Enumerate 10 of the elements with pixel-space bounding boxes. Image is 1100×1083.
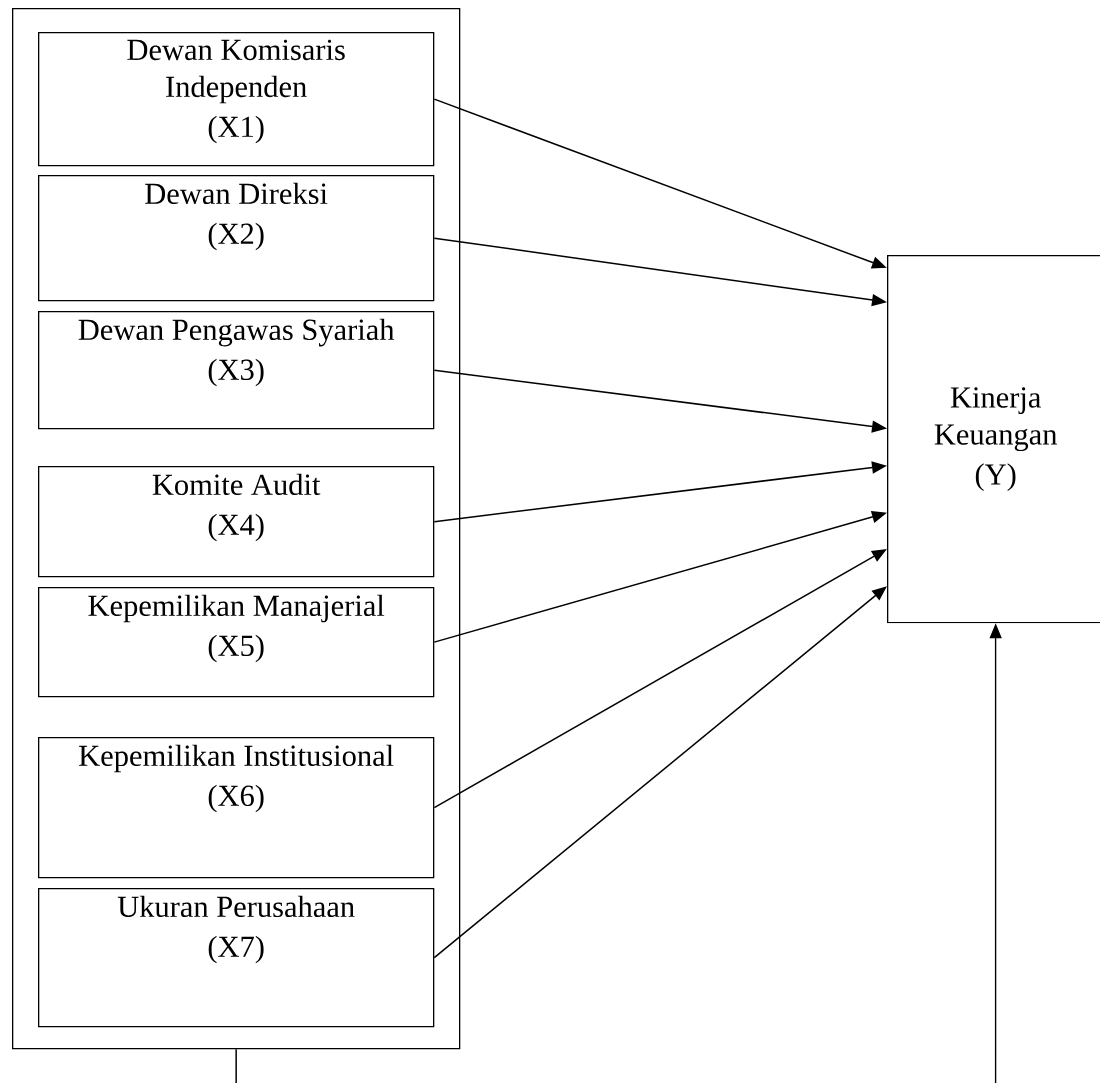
outcome-box: Kinerja Keuangan (Y) <box>887 255 1100 624</box>
variable-box: Kepemilikan Institusional (X6) <box>38 737 435 879</box>
group-frame <box>12 8 461 1050</box>
arrow <box>433 586 887 959</box>
variable-box: Kepemilikan Manajerial (X5) <box>38 587 435 698</box>
variable-box: Dewan Komisaris Independen (X1) <box>38 32 435 167</box>
variable-box: Dewan Pengawas Syariah (X3) <box>38 311 435 430</box>
variable-box: Ukuran Perusahaan (X7) <box>38 888 435 1028</box>
variable-box: Komite Audit (X4) <box>38 466 435 578</box>
variable-box: Dewan Direksi (X2) <box>38 175 435 302</box>
